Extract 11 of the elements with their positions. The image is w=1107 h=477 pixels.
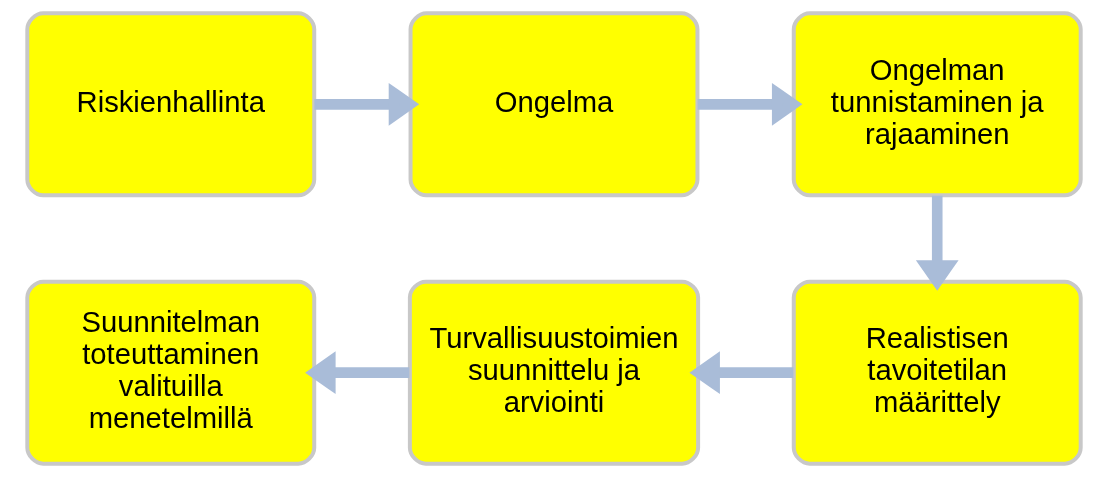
node-box: Ongelma — [408, 11, 699, 198]
node-box: Ongelman tunnistaminen ja rajaaminen — [791, 11, 1083, 198]
arrow — [697, 82, 802, 126]
arrow — [915, 195, 959, 291]
arrow — [688, 351, 793, 395]
node-box: Suunnitelman toteuttaminen valituilla menetelmillä — [24, 279, 316, 466]
arrow — [313, 82, 419, 126]
node-box: Turvallisuustoimien suunnittelu ja arviointi — [407, 279, 700, 466]
node-box: Riskienhallinta — [24, 11, 316, 198]
node-box: Realistisen tavoitetilan määrittely — [791, 279, 1083, 466]
arrow — [304, 351, 409, 395]
